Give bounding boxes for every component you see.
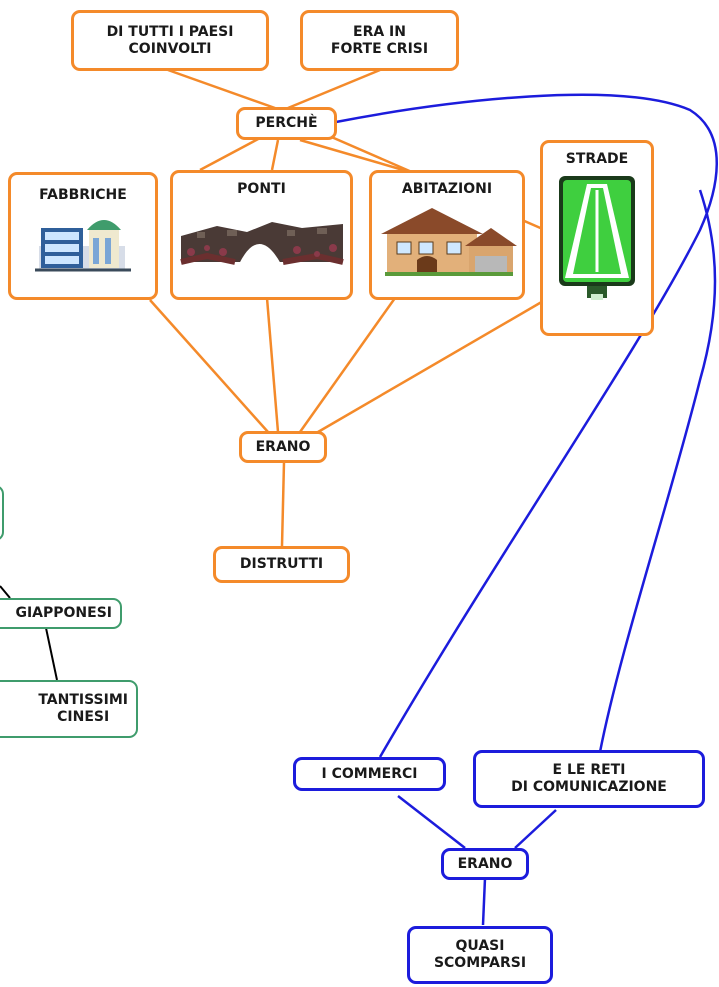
node-label: ABITAZIONI — [401, 181, 493, 197]
node-label: ERANO — [457, 855, 513, 872]
node-green-cut[interactable] — [0, 485, 4, 541]
node-commerci[interactable]: I COMMERCI — [293, 757, 446, 791]
node-label: GIAPPONESI — [15, 605, 112, 621]
node-fabbriche[interactable]: FABBRICHE — [8, 172, 158, 300]
node-label: PONTI — [237, 181, 286, 197]
node-reti-comunicazione[interactable]: E LE RETI DI COMUNICAZIONE — [473, 750, 705, 808]
node-label: QUASI SCOMPARSI — [433, 938, 527, 971]
highway-sign-icon — [557, 174, 637, 309]
stone-bridge-icon — [177, 212, 347, 279]
node-label: ERA IN FORTE CRISI — [330, 23, 429, 57]
node-label: I COMMERCI — [321, 765, 418, 782]
node-label: FABBRICHE — [39, 187, 127, 203]
node-label: DISTRUTTI — [239, 556, 324, 572]
node-label: ERANO — [255, 438, 311, 455]
node-label: DI TUTTI I PAESI COINVOLTI — [106, 23, 234, 57]
node-erano-top[interactable]: ERANO — [239, 431, 327, 463]
node-quasi-scomparsi[interactable]: QUASI SCOMPARSI — [407, 926, 553, 984]
node-strade[interactable]: STRADE — [540, 140, 654, 336]
node-abitazioni[interactable]: ABITAZIONI — [369, 170, 525, 300]
node-label: E LE RETI DI COMUNICAZIONE — [511, 762, 667, 795]
node-ponti[interactable]: PONTI — [170, 170, 353, 300]
node-erano-bottom[interactable]: ERANO — [441, 848, 529, 880]
node-label: TANTISSIMI CINESI — [38, 692, 128, 725]
node-label: PERCHÈ — [255, 115, 318, 131]
factory-building-icon — [31, 210, 135, 279]
node-cinesi[interactable]: TANTISSIMI CINESI — [0, 680, 138, 738]
node-forte-crisi[interactable]: ERA IN FORTE CRISI — [300, 10, 459, 71]
node-paesi-coinvolti[interactable]: DI TUTTI I PAESI COINVOLTI — [71, 10, 269, 71]
node-distrutti[interactable]: DISTRUTTI — [213, 546, 350, 583]
node-perche[interactable]: PERCHÈ — [236, 107, 337, 140]
house-icon — [377, 202, 517, 283]
node-label: STRADE — [565, 151, 629, 167]
node-giapponesi[interactable]: GIAPPONESI — [0, 598, 122, 629]
